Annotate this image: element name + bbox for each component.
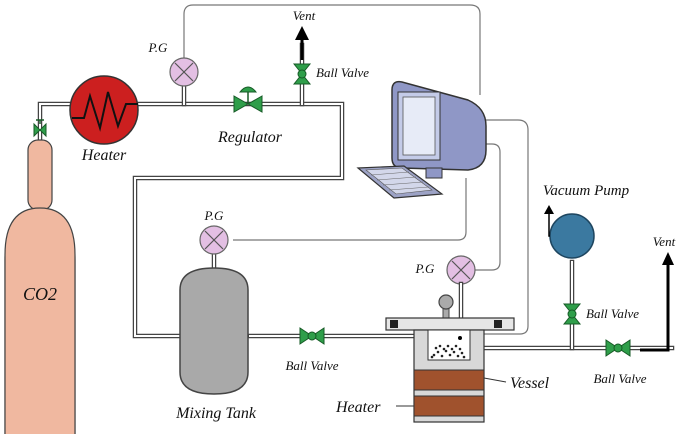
cylinder-valve[interactable] [33, 119, 47, 138]
sample-bed [430, 344, 466, 359]
vacuum-pump [549, 213, 595, 259]
mixing-tank [179, 267, 249, 395]
pg-mid-label: P.G [204, 208, 225, 223]
signal-wires [183, 4, 529, 335]
pressure-gauge-vessel [446, 255, 476, 285]
vent-top-label: Vent [293, 8, 316, 23]
ball-valve-tank[interactable] [299, 327, 325, 345]
co2-cylinder: CO2 [4, 139, 76, 434]
wire-mid-gauge-to-computer [233, 178, 467, 241]
inline-heater [69, 75, 139, 145]
ball-valve-top-label: Ball Valve [316, 65, 369, 80]
pg-top-label: P.G [148, 40, 169, 55]
vent-arrow-top [295, 26, 309, 60]
vessel [385, 294, 515, 423]
pipes [37, 42, 675, 351]
vessel-label: Vessel [510, 375, 550, 392]
pressure-gauge-mid [199, 225, 229, 255]
ball-valve-vent-label: Ball Valve [593, 371, 646, 386]
ball-valve-pump[interactable] [562, 303, 582, 325]
ball-valve-tank-label: Ball Valve [285, 358, 338, 373]
wire-top-gauge-to-computer [183, 4, 481, 95]
heater-coil-icon [72, 91, 138, 132]
vacuum-pump-label: Vacuum Pump [543, 183, 630, 199]
mixing-tank-label: Mixing Tank [175, 405, 257, 422]
vent-right-label: Vent [653, 234, 676, 249]
keyboard-icon [356, 165, 444, 199]
pg-vessel-label: P.G [415, 261, 436, 276]
ball-valve-pump-label: Ball Valve [586, 306, 639, 321]
ball-valve-vent[interactable] [605, 339, 631, 357]
wire-vessel-gauge-to-computer [475, 143, 501, 271]
regulator-label: Regulator [217, 129, 283, 146]
ball-valve-top[interactable] [292, 63, 312, 85]
wire-vessel-to-computer [465, 119, 529, 335]
regulator-valve[interactable] [233, 86, 263, 113]
heater-inline-label: Heater [81, 147, 127, 164]
co2-label: CO2 [23, 284, 57, 304]
pressure-gauge-top [169, 57, 199, 87]
vent-arrow-right [640, 252, 674, 352]
computer-monitor [391, 80, 487, 179]
heater-vessel-label: Heater [335, 399, 381, 416]
vacuum-pump-arrow [544, 205, 554, 228]
